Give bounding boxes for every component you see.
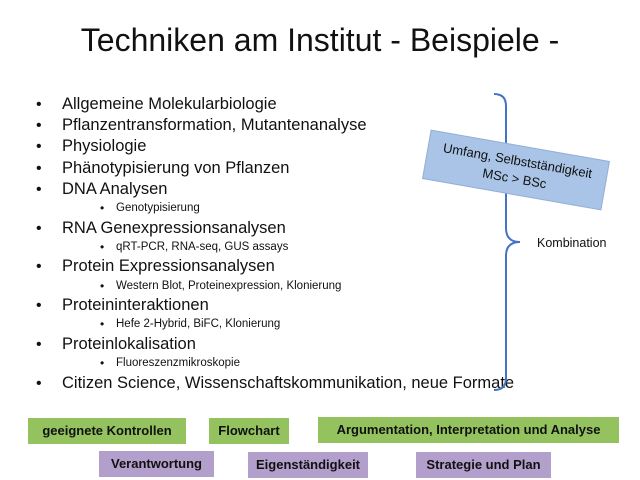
tag-flowchart: Flowchart — [209, 418, 289, 444]
sub-list-item: Fluoreszenzmikroskopie — [36, 355, 514, 373]
tag-eigenstaendigkeit: Eigenständigkeit — [248, 452, 368, 478]
tag-geeignete-kontrollen: geeignete Kontrollen — [28, 418, 186, 444]
technique-list: Allgemeine Molekularbiologie Pflanzentra… — [36, 94, 514, 394]
brace-label: Kombination — [537, 236, 607, 250]
tag-argumentation: Argumentation, Interpretation und Analys… — [318, 417, 619, 443]
sub-list-item: qRT-PCR, RNA-seq, GUS assays — [36, 239, 514, 257]
list-item: Phänotypisierung von Pflanzen — [36, 158, 514, 179]
sub-list-item: Hefe 2-Hybrid, BiFC, Klonierung — [36, 316, 514, 334]
list-item: Allgemeine Molekularbiologie — [36, 94, 514, 115]
list-item: RNA Genexpressionsanalysen — [36, 218, 514, 239]
right-curly-brace — [493, 93, 521, 391]
list-item: Citizen Science, Wissenschaftskommunikat… — [36, 373, 514, 394]
tag-verantwortung: Verantwortung — [99, 451, 214, 477]
list-item: Protein Expressionsanalysen — [36, 256, 514, 277]
list-item: DNA Analysen — [36, 179, 514, 200]
sub-list-item: Western Blot, Proteinexpression, Klonier… — [36, 278, 514, 296]
list-item: Pflanzentransformation, Mutantenanalyse — [36, 115, 514, 136]
list-item: Proteinlokalisation — [36, 334, 514, 355]
tag-strategie-und-plan: Strategie und Plan — [416, 452, 551, 478]
list-item: Proteininteraktionen — [36, 295, 514, 316]
sub-list-item: Genotypisierung — [36, 200, 514, 218]
slide-title: Techniken am Institut - Beispiele - — [80, 22, 560, 58]
list-item: Physiologie — [36, 136, 514, 157]
